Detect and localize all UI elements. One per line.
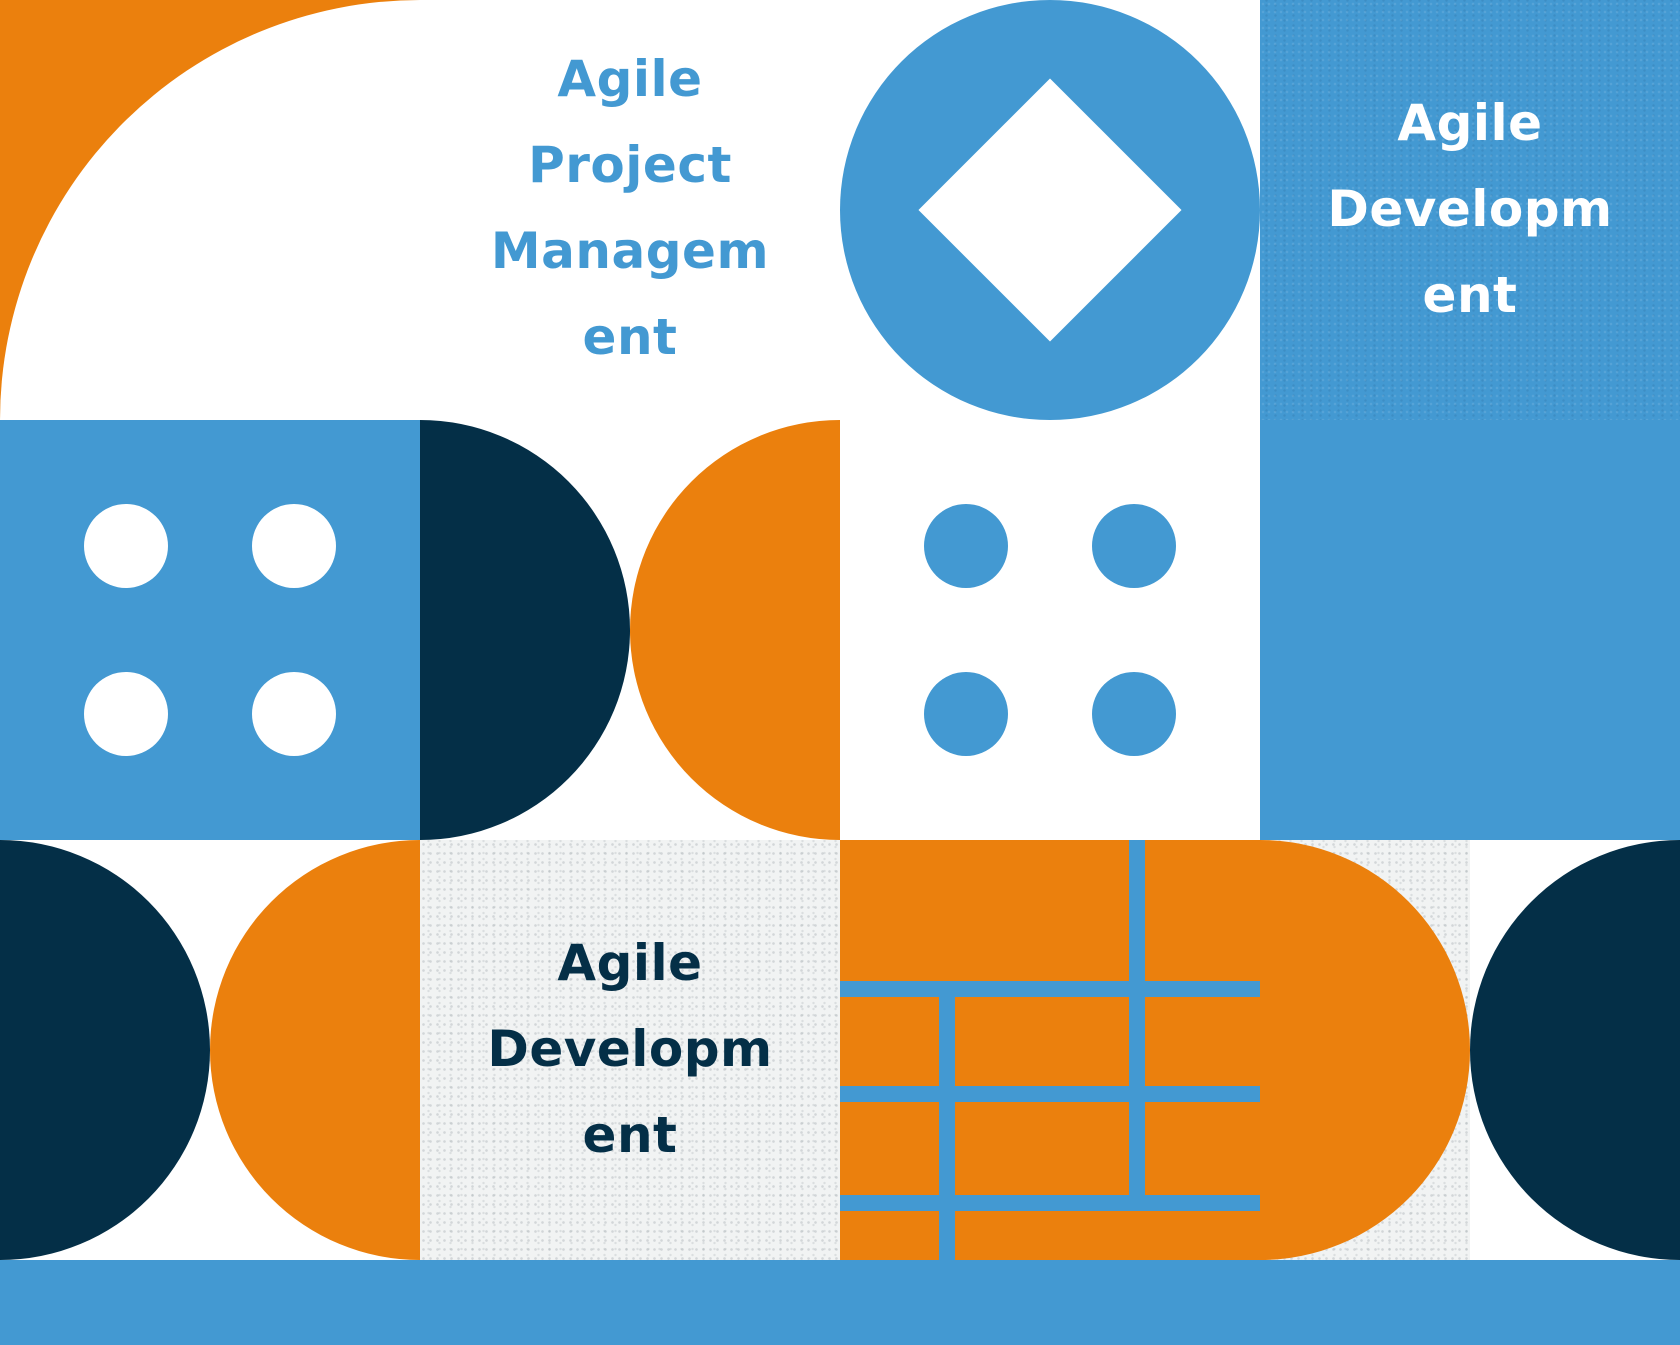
orange-half-circle <box>630 420 840 840</box>
grid-line <box>1129 997 1145 1195</box>
label-line: Project <box>528 136 732 194</box>
bottom-strip <box>0 1260 1680 1345</box>
label-line: Agile <box>557 50 703 108</box>
brick-grid-icon <box>840 840 1260 1260</box>
tile-orange-arc <box>0 0 420 420</box>
orange-half-circle <box>1260 840 1470 1260</box>
label-line: Developm <box>487 1020 773 1078</box>
label-line: ent <box>1422 266 1518 324</box>
project-management-label: Agile Project Managem ent <box>420 36 840 380</box>
tile-blue-solid <box>1260 420 1680 840</box>
white-quarter-shape <box>0 0 420 420</box>
dot <box>1092 504 1176 588</box>
development-label-bottom: Agile Developm ent <box>420 920 840 1178</box>
tile-development-bottom <box>420 840 840 1260</box>
orange-half-circle <box>210 840 420 1260</box>
grid-line <box>840 981 1260 997</box>
navy-half-circle <box>1470 840 1680 1260</box>
development-label-top: Agile Developm ent <box>1260 80 1680 338</box>
tile-development-top <box>1260 0 1680 420</box>
grid-line <box>840 1195 1260 1211</box>
dot <box>1092 672 1176 756</box>
label-line: ent <box>582 1106 678 1164</box>
tile-half-circles <box>420 420 840 840</box>
four-dots-icon <box>840 420 1260 840</box>
tile-project-management <box>420 0 840 420</box>
dot <box>924 504 1008 588</box>
dot <box>924 672 1008 756</box>
label-line: ent <box>582 308 678 366</box>
dot <box>252 672 336 756</box>
grid-line <box>840 1086 1260 1102</box>
navy-half-circle <box>0 840 210 1260</box>
tile-orange-half-right <box>1260 840 1470 1260</box>
grid-line <box>939 997 955 1260</box>
navy-half-circle <box>420 420 630 840</box>
grid-line <box>1129 840 1145 981</box>
tile-navy-half-right <box>1470 840 1680 1260</box>
label-line: Managem <box>490 222 770 280</box>
dot <box>84 672 168 756</box>
label-line: Agile <box>557 934 703 992</box>
dot <box>84 504 168 588</box>
tile-half-circles-bottom <box>0 840 420 1260</box>
dot <box>252 504 336 588</box>
four-dots-icon <box>0 420 420 840</box>
label-line: Developm <box>1327 180 1613 238</box>
label-line: Agile <box>1397 94 1543 152</box>
